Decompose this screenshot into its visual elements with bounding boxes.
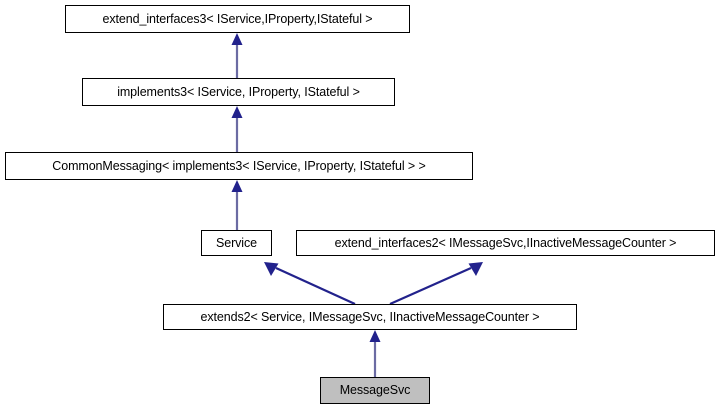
edge-service-to-commonmessaging — [231, 180, 243, 230]
node-extends2[interactable]: extends2< Service, IMessageSvc, IInactiv… — [163, 304, 577, 330]
node-label: extend_interfaces3< IService,IProperty,I… — [102, 11, 373, 26]
node-label: extends2< Service, IMessageSvc, IInactiv… — [200, 309, 540, 324]
node-implements3[interactable]: implements3< IService, IProperty, IState… — [82, 78, 395, 106]
edge-extends2-to-extend-interfaces2 — [389, 262, 483, 306]
edge-commonmessaging-to-implements3 — [231, 106, 243, 152]
edge-messagesvc-to-extends2 — [369, 330, 381, 377]
node-extend-interfaces3[interactable]: extend_interfaces3< IService,IProperty,I… — [65, 5, 410, 33]
node-commonmessaging[interactable]: CommonMessaging< implements3< IService, … — [5, 152, 473, 180]
node-label: implements3< IService, IProperty, IState… — [117, 84, 360, 99]
node-label: MessageSvc — [339, 383, 411, 398]
node-label: Service — [216, 235, 257, 250]
node-extend-interfaces2[interactable]: extend_interfaces2< IMessageSvc,IInactiv… — [296, 230, 715, 256]
node-messagesvc[interactable]: MessageSvc — [320, 377, 430, 404]
edge-implements3-to-extend-interfaces3 — [231, 33, 243, 78]
node-label: extend_interfaces2< IMessageSvc,IInactiv… — [334, 235, 677, 250]
edge-extends2-to-service — [264, 262, 356, 306]
node-label: CommonMessaging< implements3< IService, … — [52, 158, 426, 173]
node-service[interactable]: Service — [201, 230, 272, 256]
